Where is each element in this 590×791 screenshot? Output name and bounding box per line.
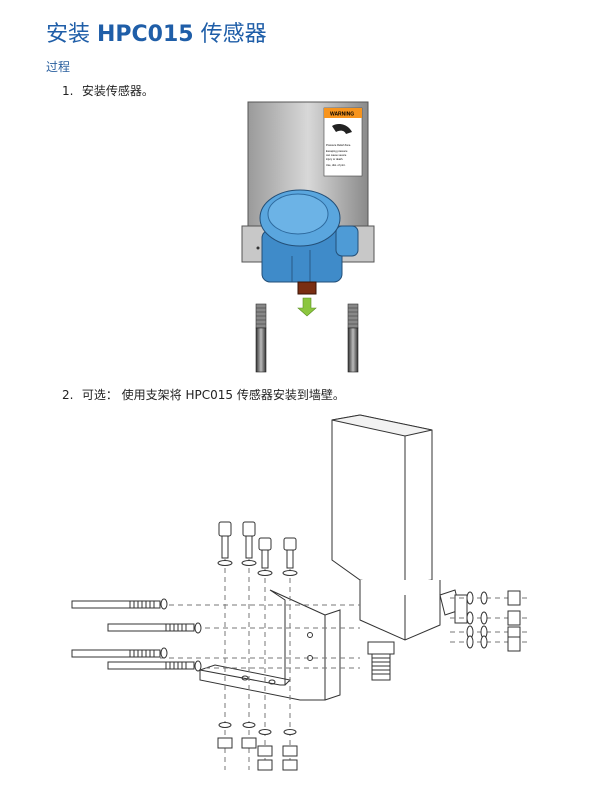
title-model: HPC015	[97, 22, 194, 47]
warning-line4: injury or death.	[326, 157, 343, 161]
fitting-nut	[297, 281, 317, 295]
step-1: 1. 安装传感器。	[62, 82, 154, 99]
arrow-down-icon	[297, 297, 317, 317]
step-text: 安装传感器。	[81, 84, 154, 98]
alignment-lines	[160, 550, 530, 770]
sensor-body-outline	[331, 414, 441, 641]
junction-housing	[259, 189, 359, 283]
step-number: 1.	[62, 84, 74, 98]
bottom-hardware	[217, 722, 298, 771]
cap-screws-top	[217, 521, 298, 576]
section-label: 过程	[46, 60, 71, 74]
step-number: 2.	[62, 388, 74, 402]
long-bolts-left	[71, 598, 202, 672]
title-suffix: 传感器	[193, 22, 267, 47]
bottom-fitting	[367, 641, 395, 681]
warning-line5: Use, dist. of ptnt.	[326, 163, 346, 167]
threaded-rod-left	[255, 303, 267, 373]
warning-line1: Pressure Relief Zone.	[326, 143, 351, 147]
sensor-install-figure: WARNING Pressure Relief Zone. Escaping p…	[241, 101, 375, 373]
side-connector	[439, 589, 468, 624]
right-hardware	[466, 590, 521, 652]
bracket-mount-figure	[71, 414, 530, 771]
page-title: 安装 HPC015 传感器	[46, 16, 267, 48]
warning-line3: can cause severe	[326, 153, 347, 157]
warning-label: WARNING Pressure Relief Zone. Escaping p…	[323, 107, 363, 177]
title-prefix: 安装	[46, 22, 97, 47]
step-text: 可选： 使用支架将 HPC015 传感器安装到墙壁。	[81, 388, 345, 402]
threaded-rod-right	[347, 303, 359, 373]
wall-bracket	[199, 589, 341, 701]
step-2: 2. 可选： 使用支架将 HPC015 传感器安装到墙壁。	[62, 386, 345, 403]
warning-heading: WARNING	[330, 112, 354, 118]
warning-line2: Escaping pressure	[326, 149, 348, 153]
screw-dot	[256, 246, 260, 250]
